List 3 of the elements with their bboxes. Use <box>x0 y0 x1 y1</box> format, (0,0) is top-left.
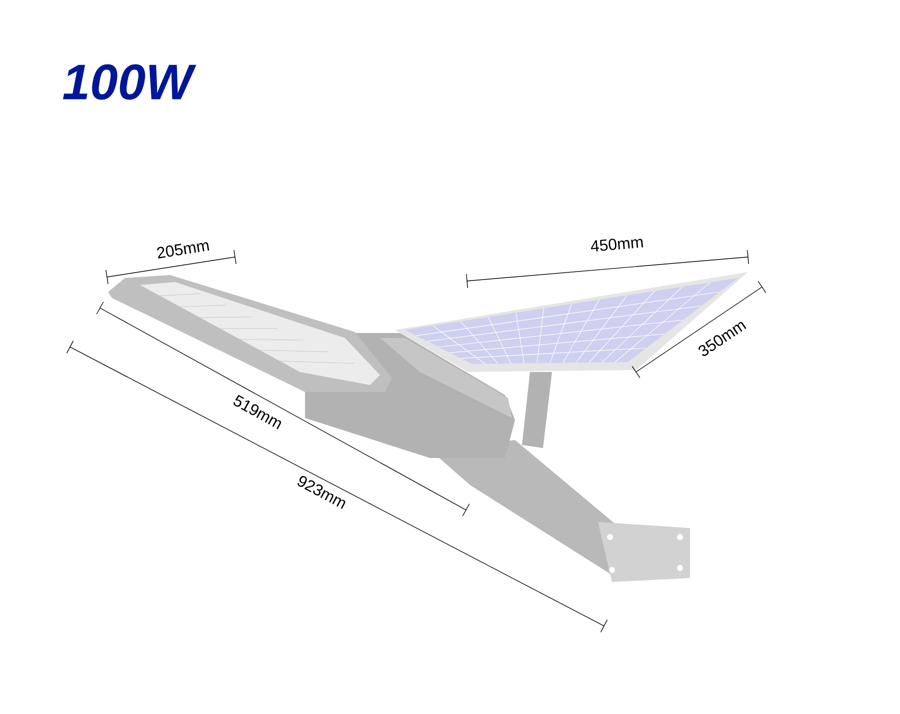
dimension-label: 205mm <box>157 242 210 258</box>
title: 100W <box>63 64 196 100</box>
dimension-label: 450mm <box>590 238 643 252</box>
